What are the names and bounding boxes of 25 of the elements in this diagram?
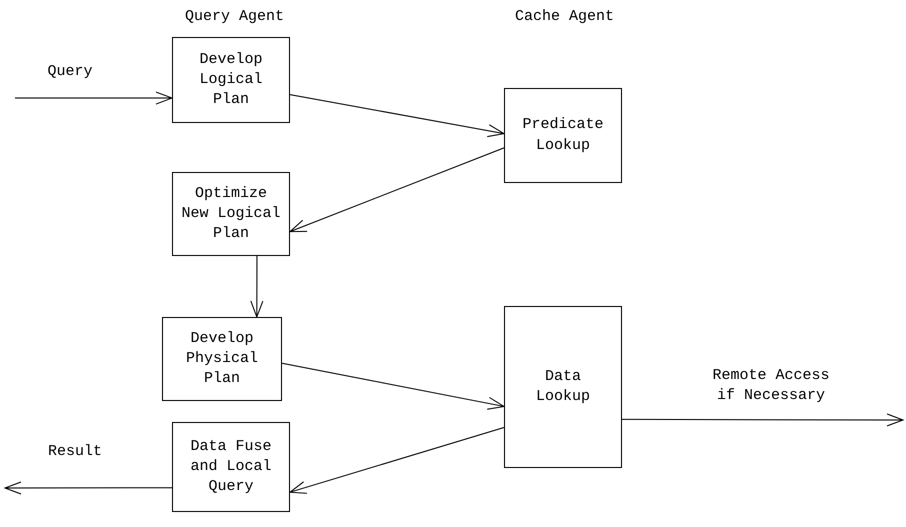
column-heading: Query Agent (185, 8, 284, 25)
arrow (290, 94, 504, 138)
box-label: Develop Physical Plan (184, 328, 259, 390)
box-label: Predicate Lookup (521, 115, 604, 156)
edge-label: Remote Access if Necessary (711, 366, 831, 405)
arrow (250, 256, 264, 318)
arrow (14, 92, 172, 105)
process-box (504, 88, 622, 183)
column-heading: Cache Agent (515, 8, 614, 25)
edge-label: Query (46, 62, 94, 82)
process-box (172, 37, 290, 123)
process-box (162, 317, 282, 401)
process-box (504, 306, 622, 468)
arrow (290, 427, 504, 494)
arrow (622, 413, 904, 426)
box-label: Optimize New Logical Plan (180, 184, 282, 244)
arrow (290, 147, 504, 232)
process-box (172, 422, 290, 512)
box-label: Data Fuse and Local Query (189, 436, 272, 498)
edge-label: Result (46, 442, 103, 462)
box-label: Data Lookup (534, 366, 591, 407)
arrow (282, 362, 504, 410)
arrow (4, 481, 172, 494)
box-label: Develop Logical Plan (198, 50, 264, 110)
process-box (172, 172, 290, 256)
